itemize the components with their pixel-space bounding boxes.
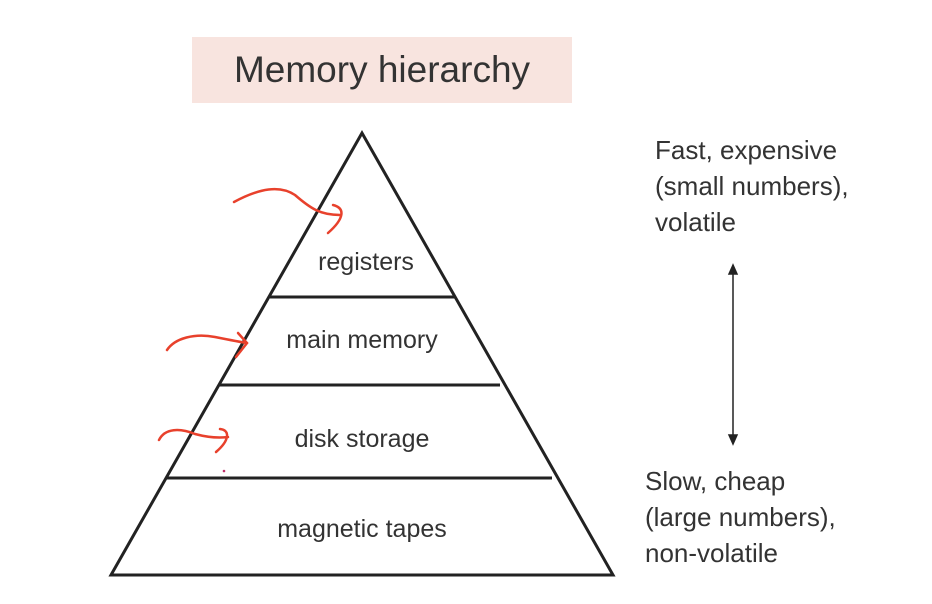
arrow-head-up [727,263,739,275]
red-arrow-annotation [165,331,249,359]
red-arrow-annotation [232,187,343,235]
level-magnetic-tapes: magnetic tapes [277,515,447,543]
red-arrow-annotation [157,427,230,454]
top-note-line: volatile [655,207,736,237]
slide-title: Memory hierarchy [233,49,531,90]
pyramid-outline [108,129,616,577]
level-main-memory: main memory [286,326,438,354]
bottom-note: Slow, cheap (large numbers), non-volatil… [645,463,836,571]
bottom-note-line: Slow, cheap [645,466,786,496]
title-box: Memory hierarchy [192,37,572,103]
bottom-note-line: non-volatile [645,538,778,568]
top-note-line: Fast, expensive [655,135,838,165]
top-note: Fast, expensive (small numbers), volatil… [655,132,849,240]
arrow-head-down [727,434,739,446]
bottom-note-line: (large numbers), [645,502,836,532]
level-registers: registers [318,248,414,276]
ink-dot [222,469,226,473]
level-disk-storage: disk storage [294,425,430,453]
top-note-line: (small numbers), [655,171,849,201]
